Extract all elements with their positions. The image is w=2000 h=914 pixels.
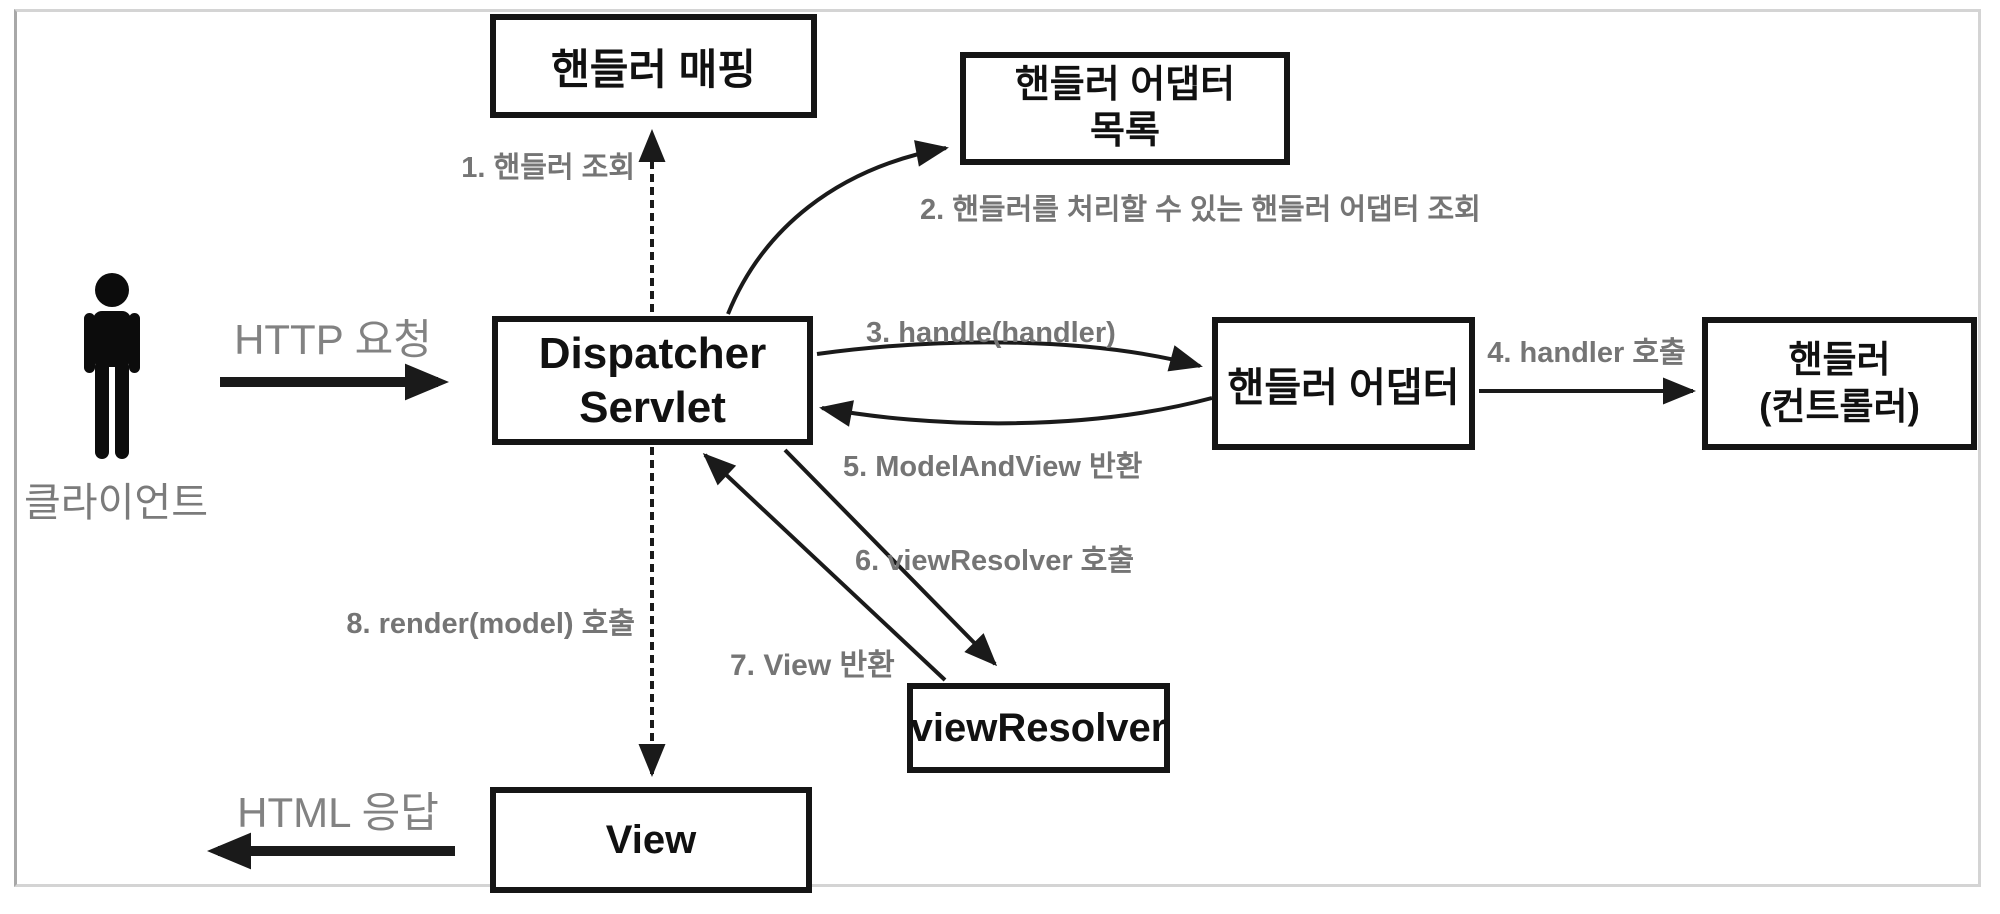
client-label: 클라이언트	[24, 481, 208, 525]
node-dispatcher-servlet-line1: Dispatcher	[538, 328, 767, 378]
step-label-5: 5. ModelAndView 반환	[843, 451, 1143, 483]
node-handler-adapter-list-line1: 핸들러 어댑터	[1014, 63, 1236, 106]
step-label-4: 4. handler 호출	[1487, 337, 1686, 369]
step-label-7: 7. View 반환	[730, 649, 895, 682]
node-view-resolver: viewResolver	[907, 683, 1170, 773]
node-view: View	[490, 787, 812, 893]
step-label-1: 1. 핸들러 조회	[461, 152, 635, 184]
node-handler-mapping: 핸들러 매핑	[490, 14, 817, 118]
html-response-label: HTML 응답	[237, 789, 439, 836]
node-handler-controller-line1: 핸들러	[1788, 339, 1891, 381]
node-handler-controller: 핸들러 (컨트롤러)	[1702, 317, 1977, 450]
node-handler-adapter-list-line2: 목록	[1090, 109, 1160, 152]
node-handler-controller-line2: (컨트롤러)	[1759, 385, 1920, 427]
node-dispatcher-servlet: Dispatcher Servlet	[492, 316, 813, 445]
node-view-resolver-label: viewResolver	[910, 705, 1167, 750]
node-handler-adapter: 핸들러 어댑터	[1212, 317, 1475, 450]
http-request-label: HTTP 요청	[234, 316, 432, 363]
node-handler-mapping-label: 핸들러 매핑	[551, 45, 756, 93]
step-label-3: 3. handle(handler)	[866, 317, 1116, 349]
node-handler-adapter-list: 핸들러 어댑터 목록	[960, 52, 1290, 165]
step-label-6: 6. viewResolver 호출	[855, 545, 1135, 577]
diagram-frame	[14, 9, 1981, 887]
person-icon	[84, 273, 140, 459]
node-handler-adapter-label: 핸들러 어댑터	[1227, 365, 1460, 410]
step-label-2: 2. 핸들러를 처리할 수 있는 핸들러 어댑터 조회	[920, 194, 1481, 226]
node-dispatcher-servlet-line2: Servlet	[579, 382, 726, 432]
node-view-label: View	[605, 817, 697, 862]
step-label-8: 8. render(model) 호출	[346, 608, 635, 640]
